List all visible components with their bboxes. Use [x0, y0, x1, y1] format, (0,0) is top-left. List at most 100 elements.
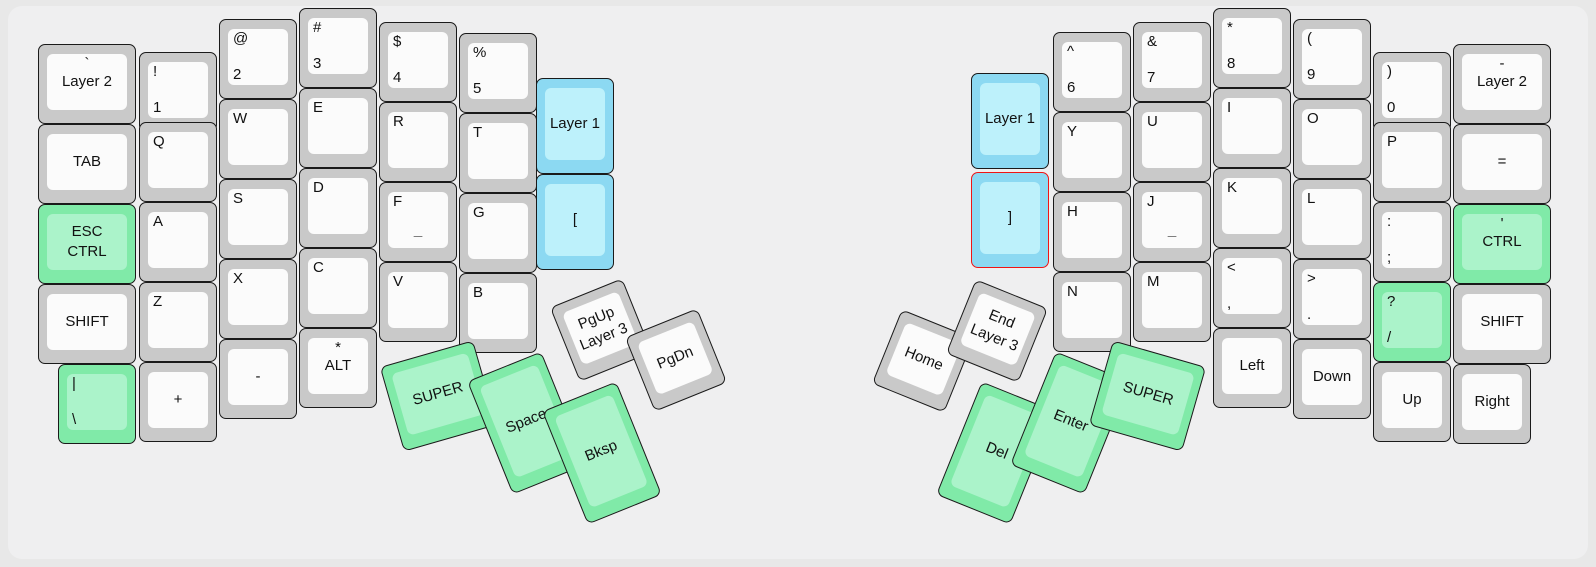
key-esc-ctrl[interactable]: ESC CTRL [38, 204, 136, 284]
keycap-surface: )0 [1382, 62, 1442, 118]
key-n[interactable]: N [1053, 272, 1131, 352]
key-legend-top-left: G [473, 204, 485, 221]
key-5-percent[interactable]: %5 [459, 33, 537, 113]
keycap-surface: W [228, 109, 288, 165]
key-bracket-right[interactable]: ] [971, 172, 1049, 268]
keycap-surface: Q [148, 132, 208, 188]
key-7-ampersand[interactable]: &7 [1133, 22, 1211, 102]
key-quote-ctrl[interactable]: 'CTRL [1453, 204, 1551, 284]
key-legend-bottom-left: \ [72, 411, 77, 429]
key-down-arrow[interactable]: Down [1293, 339, 1371, 419]
keycap-surface: End Layer 3 [959, 291, 1037, 367]
key-p[interactable]: P [1373, 122, 1451, 202]
key-4-dollar[interactable]: $4 [379, 22, 457, 102]
key-u[interactable]: U [1133, 102, 1211, 182]
keycap-surface: |\ [67, 374, 127, 430]
keycap-surface: R [388, 112, 448, 168]
key-legend-top-left: < [1227, 259, 1236, 276]
key-d[interactable]: D [299, 168, 377, 248]
key-q[interactable]: Q [139, 122, 217, 202]
key-l[interactable]: L [1293, 179, 1371, 259]
key-b[interactable]: B [459, 273, 537, 353]
keycap-surface: $4 [388, 32, 448, 88]
key-layer2-grave[interactable]: `Layer 2 [38, 44, 136, 124]
key-1-exclaim[interactable]: !1 [139, 52, 217, 132]
key-legend-top-left: W [233, 110, 248, 127]
key-equals[interactable]: = [1453, 124, 1551, 204]
key-legend-center: Right [1474, 393, 1510, 411]
key-asterisk-alt[interactable]: *ALT [299, 328, 377, 408]
key-z[interactable]: Z [139, 282, 217, 362]
key-3-hash[interactable]: #3 [299, 8, 377, 88]
key-shift-right[interactable]: SHIFT [1453, 284, 1551, 364]
key-a[interactable]: A [139, 202, 217, 282]
keycap-surface: ^6 [1062, 42, 1122, 98]
key-r[interactable]: R [379, 102, 457, 182]
key-semicolon[interactable]: :; [1373, 202, 1451, 282]
key-layer1-left[interactable]: Layer 1 [536, 78, 614, 174]
key-legend-top-left: I [1227, 99, 1232, 116]
key-layer2-minus[interactable]: -Layer 2 [1453, 44, 1551, 124]
key-legend-bottom-left: , [1227, 295, 1232, 313]
key-m[interactable]: M [1133, 262, 1211, 342]
key-e[interactable]: E [299, 88, 377, 168]
key-w[interactable]: W [219, 99, 297, 179]
key-6-caret[interactable]: ^6 [1053, 32, 1131, 112]
keycap-surface: Home [885, 321, 963, 397]
key-legend-top-left: U [1147, 113, 1158, 130]
key-legend-center: CTRL [1482, 233, 1522, 251]
key-slash-question[interactable]: ?/ [1373, 282, 1451, 362]
key-layer1-right[interactable]: Layer 1 [971, 73, 1049, 169]
key-pipe-backslash[interactable]: |\ [58, 364, 136, 444]
key-x[interactable]: X [219, 259, 297, 339]
key-shift-left[interactable]: SHIFT [38, 284, 136, 364]
key-2-at[interactable]: @2 [219, 19, 297, 99]
keycap-surface: ESC CTRL [47, 214, 127, 270]
key-t[interactable]: T [459, 113, 537, 193]
keycap-surface: C [308, 258, 368, 314]
key-c[interactable]: C [299, 248, 377, 328]
key-o[interactable]: O [1293, 99, 1371, 179]
key-plus[interactable]: + [139, 362, 217, 442]
key-period-gt[interactable]: >. [1293, 259, 1371, 339]
key-0-rparen[interactable]: )0 [1373, 52, 1451, 132]
keycap-surface: !1 [148, 62, 208, 118]
key-i[interactable]: I [1213, 88, 1291, 168]
key-y[interactable]: Y [1053, 112, 1131, 192]
key-homing-bar-icon: _ [1167, 221, 1177, 239]
keycap-surface: Up [1382, 372, 1442, 428]
key-v[interactable]: V [379, 262, 457, 342]
key-legend-top-left: K [1227, 179, 1238, 196]
key-legend-center: SUPER [410, 378, 466, 410]
key-h[interactable]: H [1053, 192, 1131, 272]
keycap-surface: *8 [1222, 18, 1282, 74]
key-legend-top-left: | [72, 375, 76, 392]
key-9-lparen[interactable]: (9 [1293, 19, 1371, 99]
key-up-arrow[interactable]: Up [1373, 362, 1451, 442]
keycap-surface: Bksp [554, 394, 649, 509]
keycap-surface: S [228, 189, 288, 245]
key-left-arrow[interactable]: Left [1213, 328, 1291, 408]
key-j[interactable]: J_ [1133, 182, 1211, 262]
key-s[interactable]: S [219, 179, 297, 259]
keycap-surface: Down [1302, 349, 1362, 405]
keycap-surface: SHIFT [1462, 294, 1542, 350]
keycap-surface: T [468, 123, 528, 179]
keycap-surface: Left [1222, 338, 1282, 394]
key-right-arrow[interactable]: Right [1453, 364, 1531, 444]
key-bksp[interactable]: Bksp [542, 381, 662, 525]
key-legend-bottom-left: . [1307, 306, 1312, 324]
key-8-asterisk[interactable]: *8 [1213, 8, 1291, 88]
key-minus-left[interactable]: - [219, 339, 297, 419]
key-legend-center-stacked: PgUp Layer 3 [575, 303, 631, 355]
key-legend-top-left: V [393, 273, 404, 290]
key-legend-bottom-left: 6 [1067, 79, 1076, 97]
key-bracket-left[interactable]: [ [536, 174, 614, 270]
key-legend-center: Up [1402, 391, 1422, 409]
key-f[interactable]: F_ [379, 182, 457, 262]
key-g[interactable]: G [459, 193, 537, 273]
key-tab[interactable]: TAB [38, 124, 136, 204]
key-comma-lt[interactable]: <, [1213, 248, 1291, 328]
key-k[interactable]: K [1213, 168, 1291, 248]
